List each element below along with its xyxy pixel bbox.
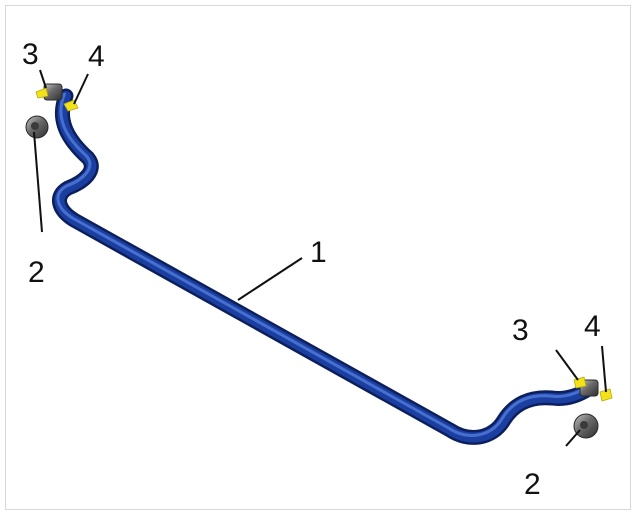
callout-clip-left: 4 — [88, 40, 105, 73]
right-bushing-hole — [580, 421, 588, 429]
leader-line-bushing-right — [565, 429, 581, 447]
callout-labels: 1 2 2 3 3 4 4 — [22, 38, 601, 501]
leader-lines — [33, 69, 607, 447]
leader-line-nut-right — [555, 349, 579, 381]
callout-bar: 1 — [310, 236, 327, 269]
stabilizer-bar — [52, 88, 598, 445]
callout-bushing-right: 2 — [524, 468, 541, 501]
callout-nut-right: 3 — [512, 314, 529, 347]
right-end-hardware — [573, 376, 613, 439]
leader-line-nut-left — [39, 69, 47, 89]
leader-line-bushing-left — [33, 131, 43, 233]
leader-line-clip-right — [601, 345, 607, 393]
left-bushing-hole — [31, 122, 39, 130]
leader-line-bar — [237, 257, 303, 301]
callout-bushing-left: 2 — [28, 256, 45, 289]
callout-nut-left: 3 — [22, 38, 39, 71]
stabilizer-bar-highlight — [56, 92, 590, 437]
diagram-frame — [5, 5, 631, 510]
callout-clip-right: 4 — [584, 310, 601, 343]
left-nut-clip — [35, 87, 49, 99]
leader-line-clip-left — [73, 73, 89, 105]
